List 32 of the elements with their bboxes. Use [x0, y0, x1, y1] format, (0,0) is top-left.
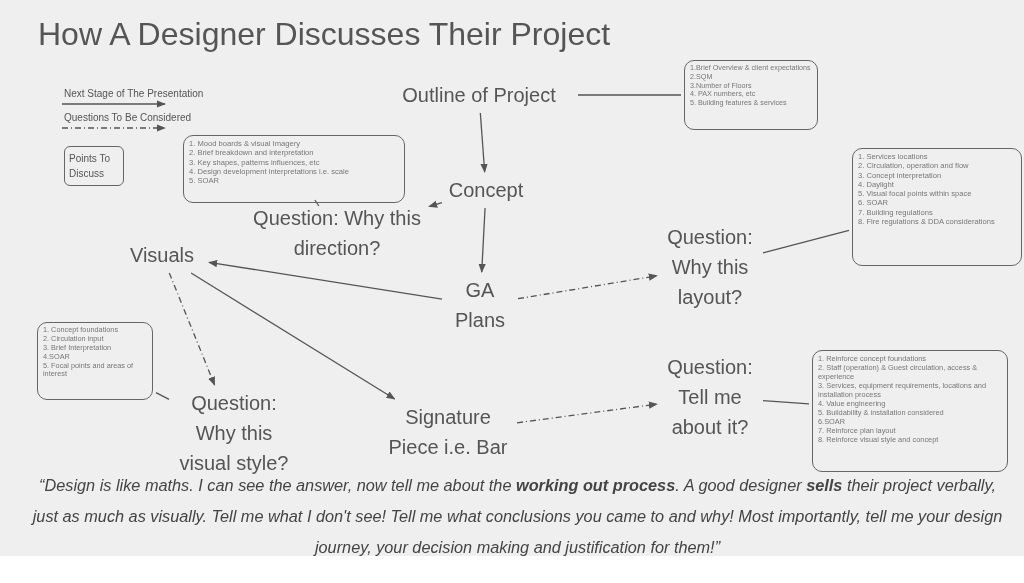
leader-line	[155, 391, 170, 400]
node-label: Question: Tell me about it?	[660, 352, 760, 442]
dashed-arrow	[516, 401, 658, 424]
dashed-arrow	[428, 200, 443, 208]
legend-label: Next Stage of The Presentation	[64, 88, 204, 99]
node-label: Question: Why this direction?	[248, 203, 426, 263]
points-box	[684, 60, 818, 130]
legend-label: Questions To Be Considered	[64, 112, 192, 123]
quote-caption: “Design is like maths. I can see the answer, now tell me about the working out process. A good designer sells their project verbally, just as much as visually. Tell me what I don't see! Tell me what conclusions you came to and why! Most importantly, tell me your design journey, your decision making and justification for them!”	[30, 475, 1004, 558]
leader-line	[762, 400, 810, 405]
arrow	[479, 112, 488, 173]
arrow	[478, 207, 486, 273]
leader-line	[314, 199, 320, 207]
arrow	[190, 272, 396, 400]
legend-box: Points To Discuss	[64, 146, 124, 186]
node-label: Visuals	[118, 240, 206, 270]
points-box	[852, 148, 1022, 266]
node-label: Question: Why this layout?	[660, 222, 760, 312]
node-label: GA Plans	[445, 275, 515, 335]
leader-line	[577, 94, 682, 96]
dashed-arrow	[517, 273, 658, 300]
node-label: Question: Why this visual style?	[172, 388, 296, 478]
arrow	[208, 260, 443, 300]
node-label: Outline of Project	[383, 80, 575, 110]
node-label: Signature Piece i.e. Bar	[382, 402, 514, 462]
dashed-arrow	[168, 272, 216, 386]
title: How A Designer Discusses Their Project	[38, 16, 611, 53]
points-box	[37, 322, 153, 400]
leader-line	[762, 229, 850, 254]
node-label: Concept	[445, 175, 527, 205]
points-box	[812, 350, 1008, 472]
points-box	[183, 135, 405, 203]
